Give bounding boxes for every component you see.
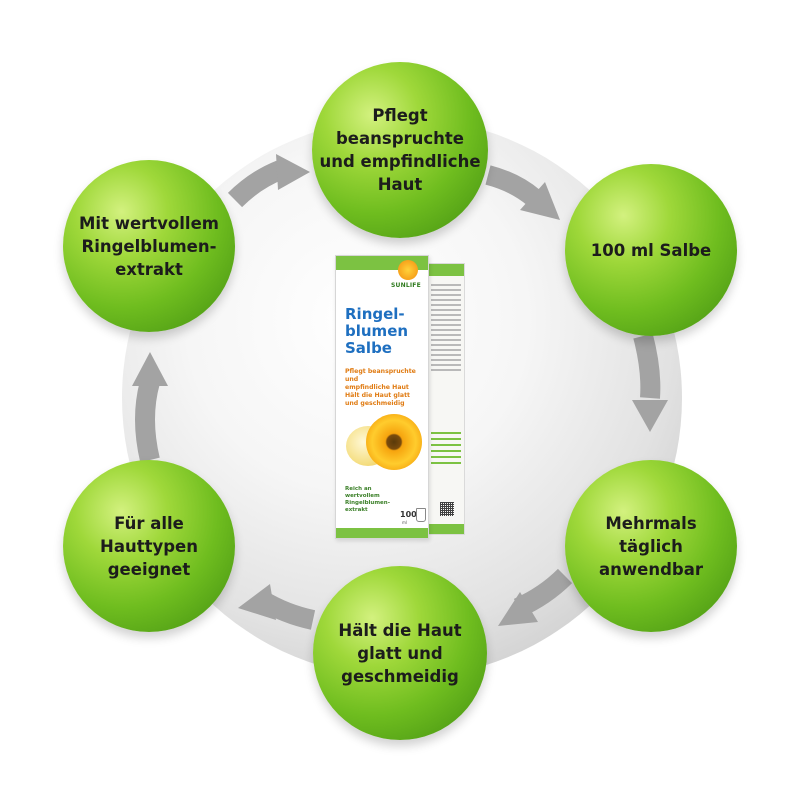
product-quantity-unit: ml <box>402 520 408 525</box>
feature-text: Hält die Haut glatt und geschmeidig <box>338 620 462 686</box>
product-box: SUNLIFE Ringel- blumen Salbe Pflegt bean… <box>335 255 465 555</box>
arrow-lower-left-to-upper-left <box>135 379 160 463</box>
side-stripe-bottom <box>428 524 464 534</box>
side-checklist <box>431 432 461 468</box>
feature-bubble-lower-right: Mehrmals täglich anwendbar <box>565 460 737 632</box>
product-title: Ringel- blumen Salbe <box>345 305 409 357</box>
feature-bubble-top: Pflegt beanspruchte und empfindliche Hau… <box>312 62 488 238</box>
arrow-upper-right-to-lower-right <box>633 333 661 399</box>
feature-text: Mehrmals täglich anwendbar <box>599 513 703 579</box>
arrowhead-lower-left <box>238 584 276 620</box>
arrow-upper-left-to-top <box>227 160 284 208</box>
product-box-side <box>427 263 465 535</box>
feature-text: Für alle Hauttypen geeignet <box>100 513 198 579</box>
arrowhead-upper-right <box>520 182 560 220</box>
feature-bubble-lower-left: Für alle Hauttypen geeignet <box>63 460 235 632</box>
product-subtitle: Pflegt beanspruchte und empfindliche Hau… <box>345 368 416 407</box>
feature-text: Mit wertvollem Ringelblumen- extrakt <box>79 213 219 279</box>
arrow-top-to-upper-right <box>485 165 541 206</box>
arrowhead-upper-left <box>132 352 168 386</box>
feature-bubble-bottom: Hält die Haut glatt und geschmeidig <box>313 566 487 740</box>
product-claim: Reich an wertvollem Ringelblumen- extrak… <box>345 486 390 513</box>
side-text-lines <box>431 284 461 374</box>
brand-name: SUNLIFE <box>391 282 421 289</box>
side-stripe-top <box>428 264 464 276</box>
feature-bubble-upper-left: Mit wertvollem Ringelblumen- extrakt <box>63 160 235 332</box>
feature-text: Pflegt beanspruchte und empfindliche Hau… <box>319 106 481 194</box>
feature-text: 100 ml Salbe <box>590 240 712 260</box>
arrowhead-lower-right <box>632 400 668 432</box>
tube-icon <box>416 508 426 522</box>
feature-bubble-upper-right: 100 ml Salbe <box>565 164 737 336</box>
qr-code-icon <box>440 502 454 516</box>
arrowhead-top <box>276 154 310 190</box>
arrowhead-bottom <box>498 592 538 626</box>
sun-logo-icon <box>398 260 418 280</box>
product-box-front: SUNLIFE Ringel- blumen Salbe Pflegt bean… <box>335 255 429 539</box>
front-stripe-bottom <box>336 528 428 538</box>
marigold-flower-image <box>366 414 422 470</box>
product-quantity: 100 <box>400 510 417 519</box>
